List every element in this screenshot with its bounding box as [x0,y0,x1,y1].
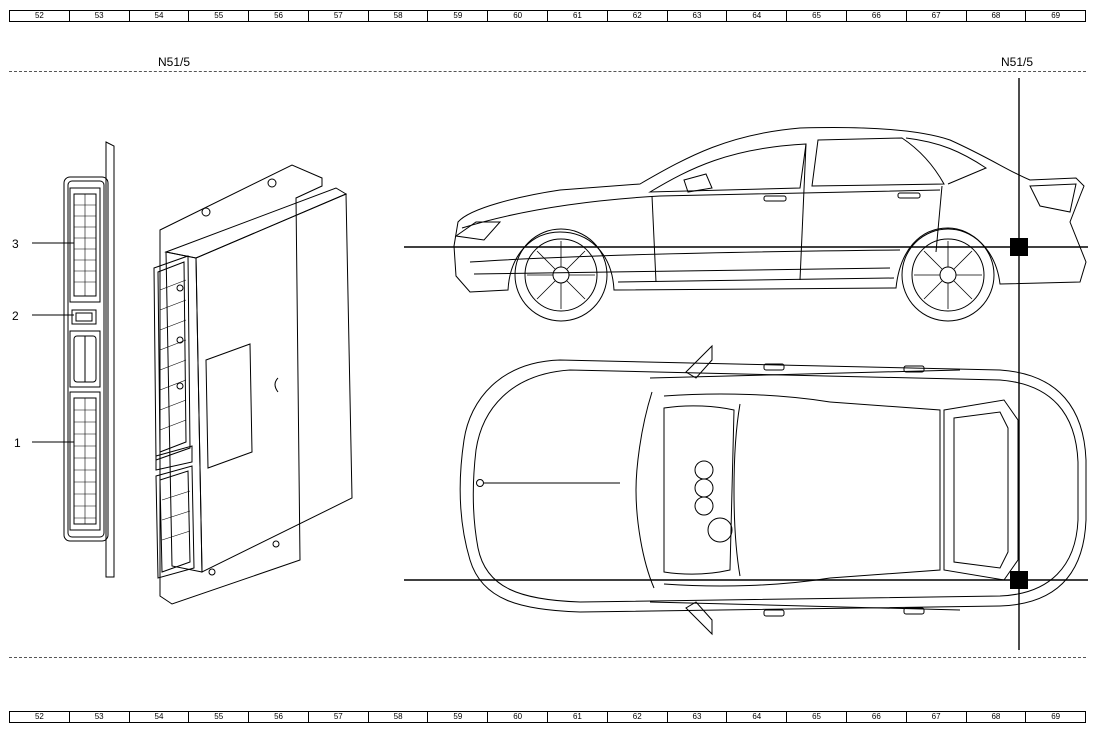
component-label-right: N51/5 [1001,55,1034,69]
ruler-cell: 69 [1051,712,1061,721]
component-label-left: N51/5 [158,55,191,69]
ruler-cell: 57 [309,712,369,722]
ruler-cell: 62 [608,712,668,722]
ruler-cell: 55 [189,11,250,21]
grid-ruler-top: 52 53 54 55 56 57 58 59 60 61 62 63 64 6… [9,10,1086,22]
ruler-cell: 62 [608,11,668,21]
ruler-cell: 54 [130,11,190,21]
ruler-cell: 57 [309,11,369,21]
ruler-cell: 53 [70,11,130,21]
ruler-cell: 63 [668,712,728,722]
ruler-cell: 64 [727,712,788,722]
callout-3: 3 [12,237,19,251]
ruler-cell: 54 [130,712,190,722]
ruler-cell: 66 [847,712,907,722]
ruler-cell: 58 [369,11,429,21]
ruler-cell: 52 [10,712,70,722]
callout-1: 1 [14,436,21,450]
ruler-cell: 68 [967,712,1027,722]
ruler-cell: 56 [249,11,309,21]
ruler-cell: 61 [548,11,608,21]
locator-lines [404,78,1088,650]
callout-2: 2 [12,309,19,323]
ruler-cell: 64 [727,11,788,21]
location-marker-top [1010,571,1028,589]
dashed-separator-top [9,71,1086,72]
control-unit-perspective-view [153,164,353,605]
vehicle-top-view [459,344,1087,636]
ruler-cell: 67 [907,11,967,21]
ruler-cell: 68 [967,11,1027,21]
location-marker-side [1010,238,1028,256]
ruler-cell: 67 [907,712,967,722]
ruler-cell: 56 [249,712,309,722]
vehicle-side-view [453,127,1087,322]
ruler-cell: 65 [787,11,847,21]
ruler-cell: 66 [847,11,907,21]
ruler-cell: 58 [369,712,429,722]
ruler-cell: 63 [668,11,728,21]
dashed-separator-bottom [9,657,1086,658]
ruler-cell: 69 [1051,11,1061,20]
control-unit-front-view [32,141,115,578]
ruler-cell: 65 [787,712,847,722]
ruler-cell: 60 [488,11,549,21]
ruler-cell: 59 [428,11,489,21]
ruler-cell: 53 [70,712,130,722]
ruler-cell: 55 [189,712,250,722]
ruler-cell: 52 [10,11,70,21]
grid-ruler-bottom: 52 53 54 55 56 57 58 59 60 61 62 63 64 6… [9,711,1086,723]
ruler-cell: 59 [428,712,489,722]
ruler-cell: 60 [488,712,549,722]
ruler-cell: 61 [548,712,608,722]
